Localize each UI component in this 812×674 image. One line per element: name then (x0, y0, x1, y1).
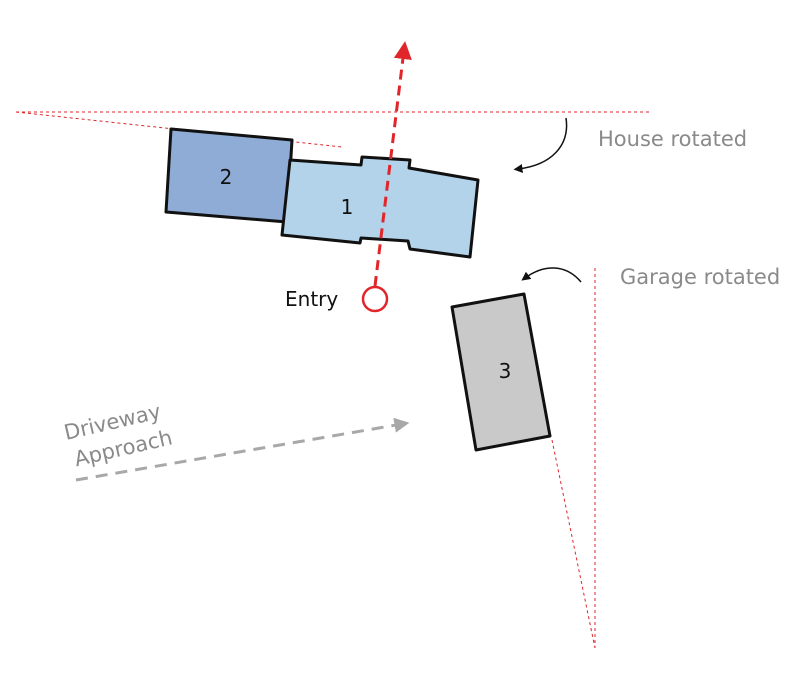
building-2-label: 2 (220, 165, 233, 189)
garage-rotation-arrow (521, 267, 582, 283)
building-3 (450, 292, 552, 452)
entry-label: Entry (285, 287, 338, 311)
entry-axis-arrow (373, 41, 412, 287)
building-3-label: 3 (499, 359, 512, 383)
driveway-approach-arrow (75, 417, 410, 482)
building-1 (280, 155, 480, 259)
driveway-approach-label: Driveway Approach (62, 399, 175, 471)
building-1-label: 1 (341, 195, 354, 219)
garage-rotated-label: Garage rotated (620, 265, 780, 289)
entry-marker-circle (361, 285, 389, 313)
house-rotated-label: House rotated (598, 127, 747, 151)
garage-rotated-guide-line (551, 439, 596, 649)
house-rotation-arrow (513, 117, 568, 173)
